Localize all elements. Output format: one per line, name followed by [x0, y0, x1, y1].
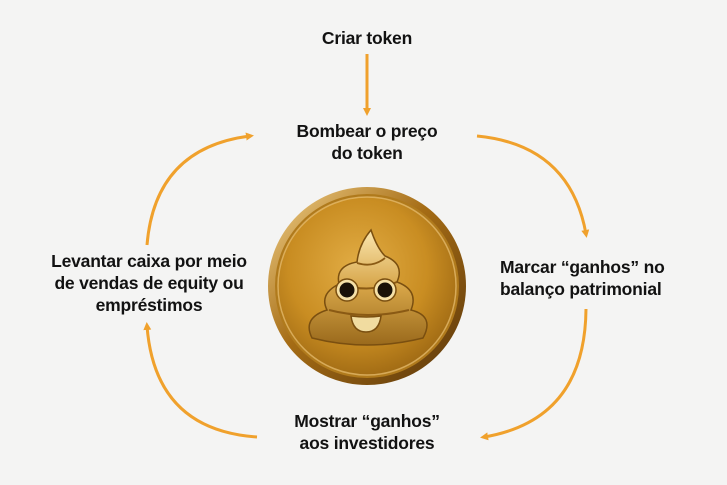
step-label-line: de vendas de equity ou	[54, 273, 244, 293]
arrow-pump-to-mark	[476, 134, 590, 238]
arrow-mark-to-show	[480, 308, 588, 441]
step-label-line: Bombear o preço	[296, 121, 438, 141]
arrow-show-to-raise	[143, 322, 258, 439]
step-raise-cash: Levantar caixa por meio de vendas de equ…	[18, 250, 280, 316]
step-label-line: Marcar “ganhos” no	[500, 257, 665, 277]
step-create-token: Criar token	[267, 27, 467, 49]
step-mark-gains: Marcar “ganhos” no balanço patrimonial	[500, 256, 665, 300]
step-label-line: empréstimos	[95, 295, 203, 315]
step-show-gains: Mostrar “ganhos” aos investidores	[257, 410, 477, 454]
step-pump-price: Bombear o preço do token	[257, 120, 477, 164]
step-label-line: aos investidores	[299, 433, 435, 453]
step-label-line: balanço patrimonial	[500, 279, 662, 299]
gold-coin-poop-emoji-icon	[267, 186, 467, 386]
step-label-line: Criar token	[321, 28, 413, 48]
step-label-line: do token	[331, 143, 403, 163]
step-label-line: Levantar caixa por meio	[51, 251, 247, 271]
arrow-raise-to-pump	[145, 132, 254, 246]
step-label-line: Mostrar “ganhos”	[294, 411, 440, 431]
